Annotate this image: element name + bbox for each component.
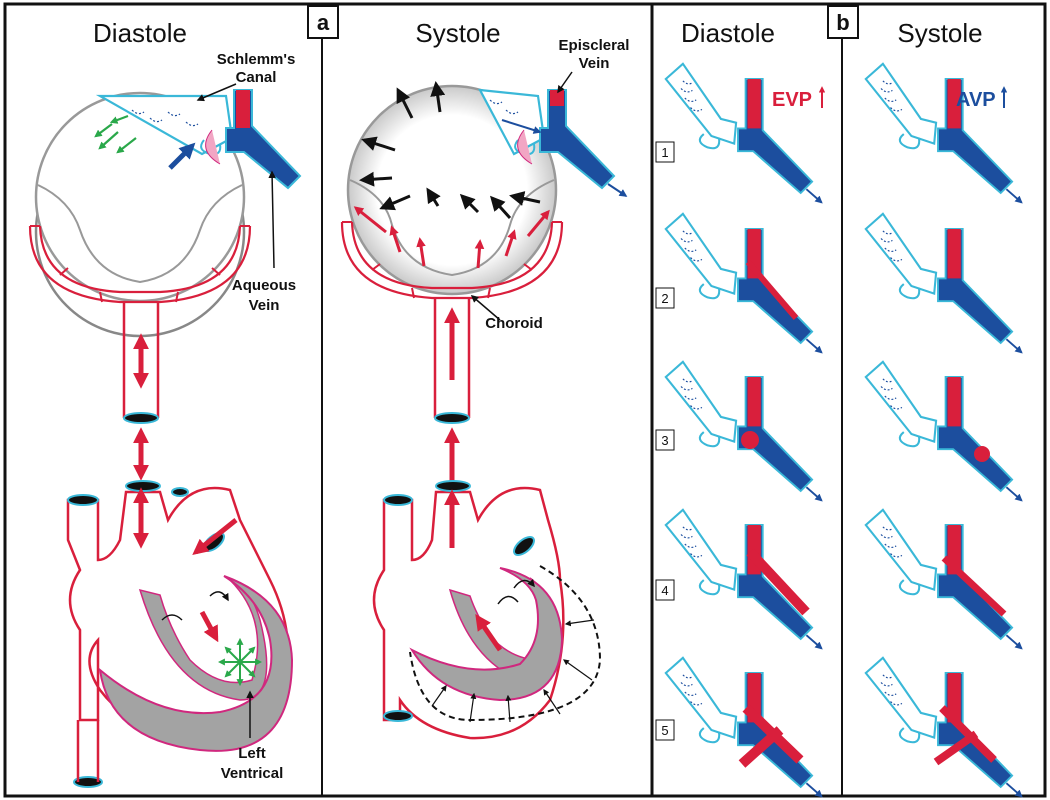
panel-b-tag-box [827, 5, 859, 39]
avp-label: AVP [956, 89, 996, 111]
systole-eye [340, 81, 564, 300]
systole-outflow [478, 88, 628, 197]
panel-a-tag: a [317, 10, 330, 35]
episcleral-label-2: Vein [579, 55, 610, 72]
title-a-diastole: Diastole [93, 18, 187, 48]
panel-b-diastole-rows [666, 64, 822, 797]
row-number-4: 4 [661, 583, 668, 598]
choroid-pointer [470, 295, 501, 321]
left-ventrical-label-1: Left [238, 745, 266, 762]
aqueous-label-2: Vein [249, 297, 280, 314]
diastole-artery [122, 302, 160, 481]
diastole-heart [66, 480, 294, 788]
choroid-label: Choroid [485, 315, 543, 332]
aqueous-pointer [268, 170, 276, 269]
title-b-diastole: Diastole [681, 18, 775, 48]
diastole-outflow [94, 89, 302, 190]
row-number-1: 1 [661, 145, 668, 160]
schlemms-label-1: Schlemm's [217, 51, 296, 68]
outer-frame [3, 2, 1047, 798]
episcleral-label-1: Episcleral [559, 37, 630, 54]
episcleral-pointer [557, 71, 573, 94]
panel-a-tag-box [307, 5, 339, 39]
panel-b-systole-rows [866, 64, 1022, 797]
panel-b-tag: b [836, 10, 849, 35]
row-number-2: 2 [661, 291, 668, 306]
row-numbers: 1 2 3 4 5 [655, 141, 675, 741]
row-number-3: 3 [661, 433, 668, 448]
systole-heart [372, 480, 602, 740]
schlemms-label-2: Canal [236, 69, 277, 86]
systole-artery [433, 298, 471, 486]
row-number-5: 5 [661, 723, 668, 738]
schlemms-pointer [196, 83, 237, 102]
title-a-systole: Systole [415, 18, 500, 48]
left-ventrical-label-2: Ventrical [221, 765, 284, 782]
title-b-systole: Systole [897, 18, 982, 48]
aqueous-label-1: Aqueous [232, 277, 296, 294]
evp-label: EVP [772, 89, 812, 111]
